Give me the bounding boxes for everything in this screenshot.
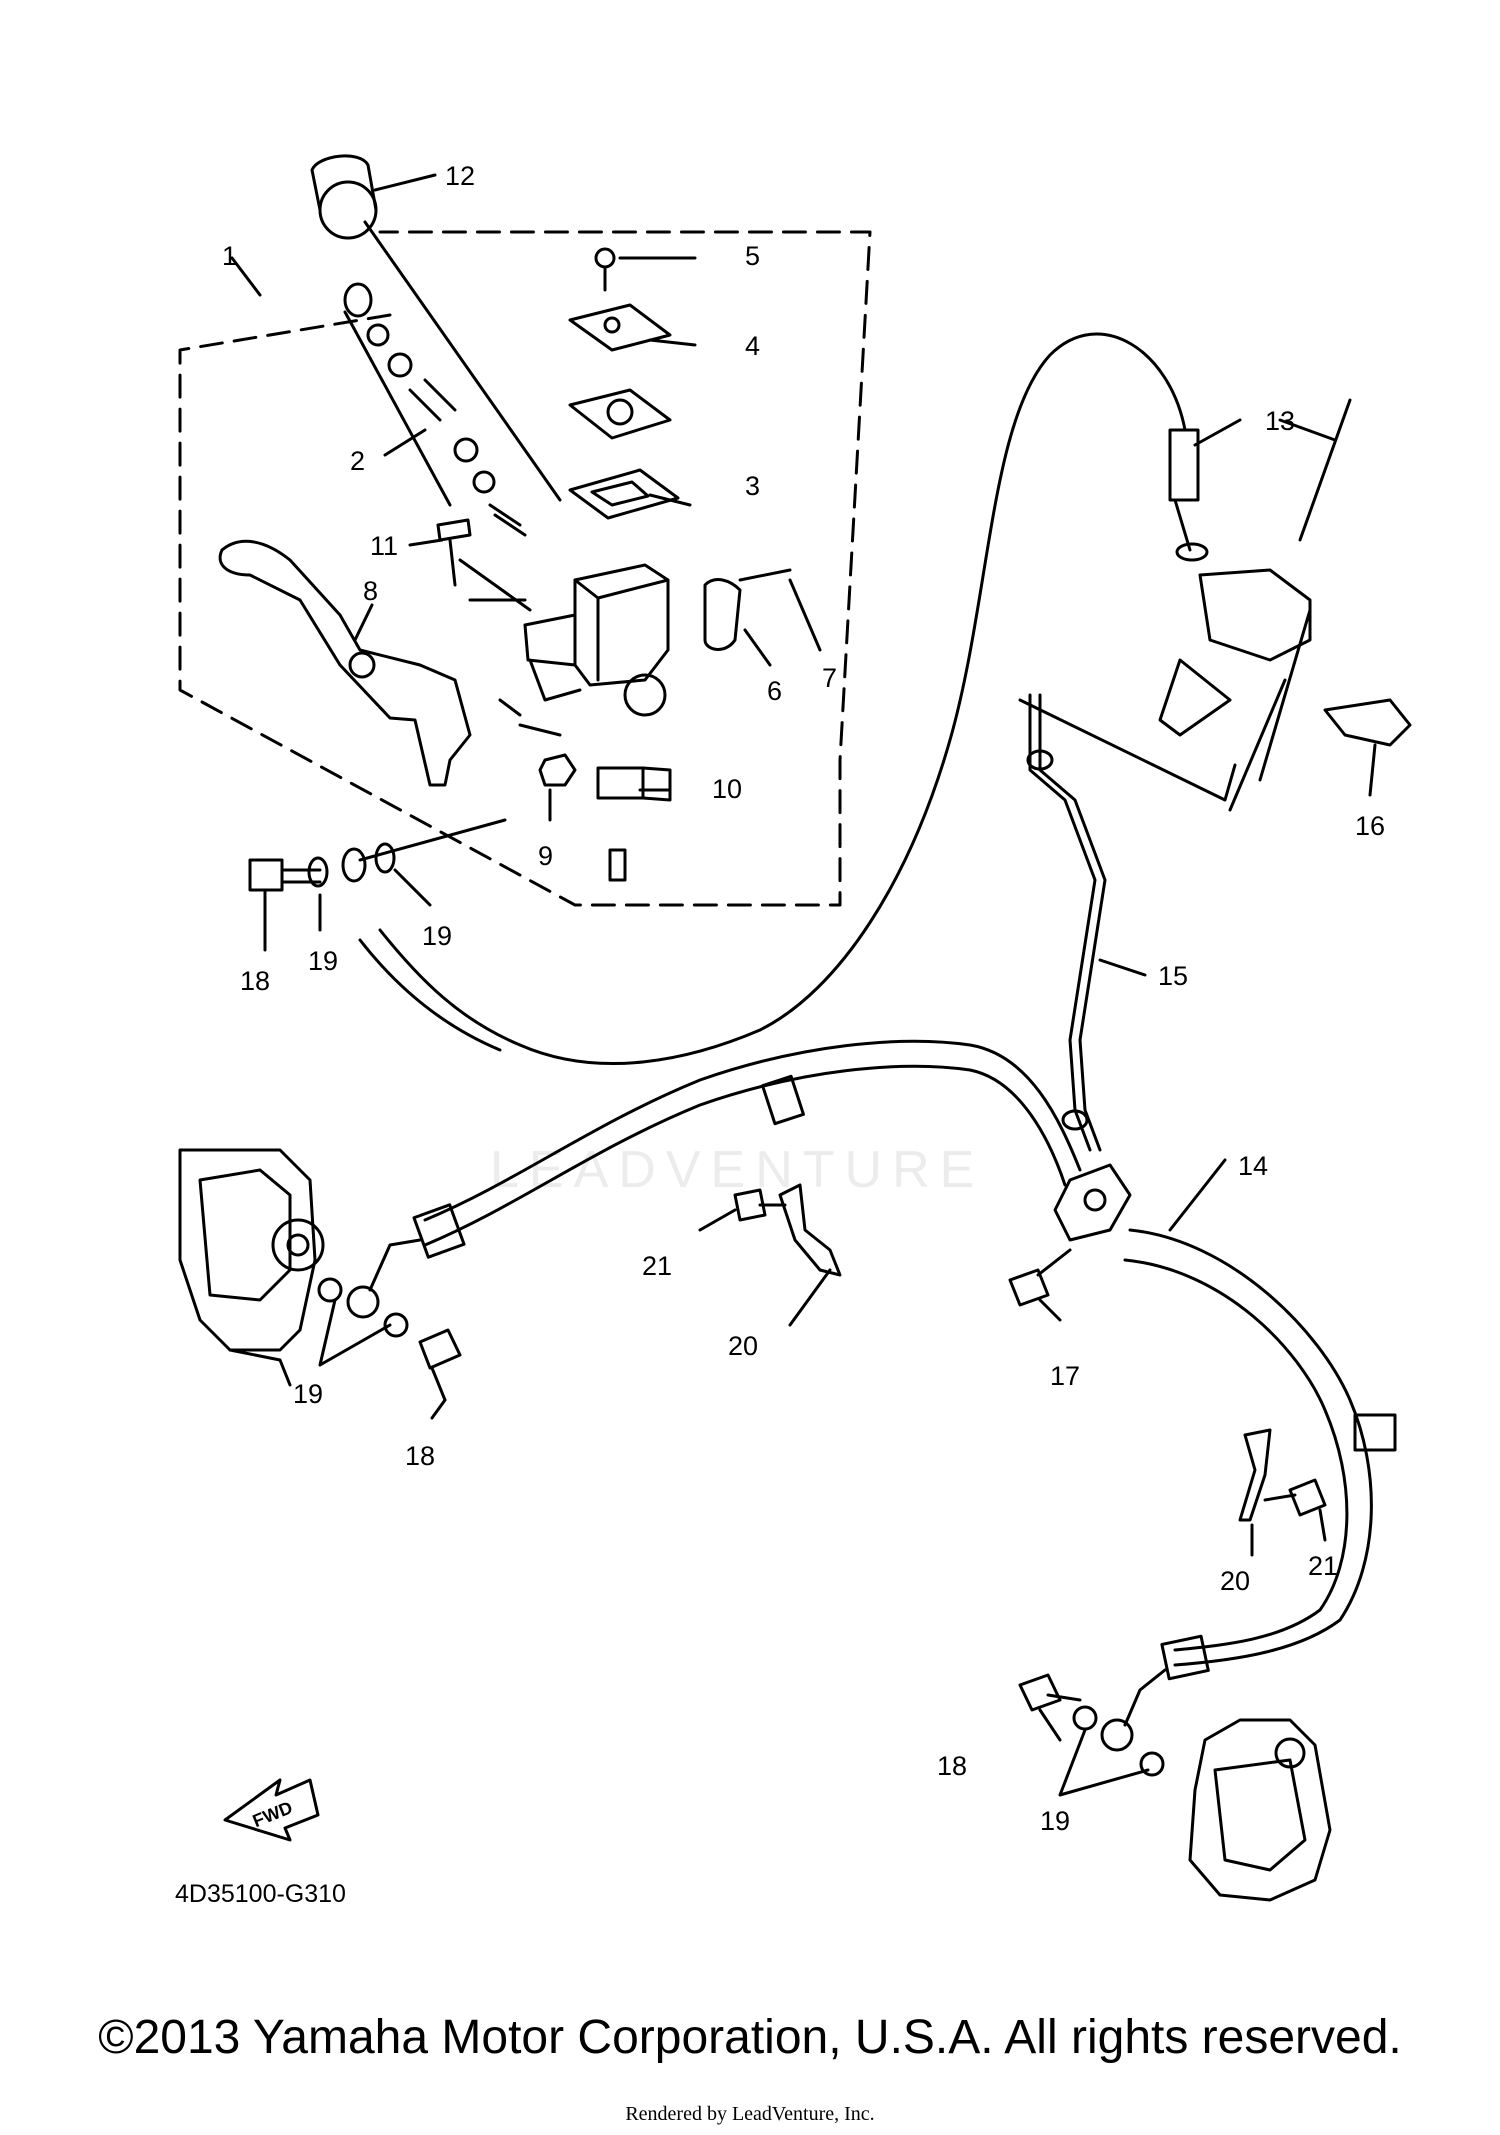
gasket: [1072, 1705, 1098, 1731]
brake-caliper-right: [1188, 1718, 1332, 1902]
callout-5: 5: [745, 241, 760, 271]
callout-21: 21: [642, 1251, 672, 1281]
callout-18: 18: [937, 1751, 967, 1781]
clamp: [778, 1183, 842, 1277]
plate: [568, 388, 672, 440]
brake-hose-connector: [1158, 398, 1352, 812]
gasket: [374, 842, 396, 874]
union-bolt-right: [1018, 1673, 1082, 1712]
assembly-outline: [178, 230, 872, 907]
callout-20: 20: [728, 1331, 758, 1361]
diaphragm: [568, 468, 680, 520]
brake-pipe: [1018, 693, 1237, 1152]
hose-fittings-left: [346, 1074, 805, 1319]
front-brake-switch: [596, 766, 672, 882]
gasket: [341, 847, 367, 883]
gasket: [1139, 1751, 1165, 1777]
brake-caliper-left: [178, 1148, 325, 1387]
copyright-notice: ©2013 Yamaha Motor Corporation, U.S.A. A…: [98, 2011, 1402, 2064]
callout-3: 3: [745, 471, 760, 501]
callout-4: 4: [745, 331, 760, 361]
fwd-arrow: [223, 1778, 320, 1842]
screw: [594, 247, 616, 292]
callout-11: 11: [370, 531, 398, 561]
callout-18: 18: [405, 1441, 435, 1471]
callout-18: 18: [240, 966, 270, 996]
brake-lever: [218, 539, 472, 787]
grip-end: [310, 154, 378, 240]
clip: [1323, 698, 1412, 747]
union-bolt-left-upper: [248, 858, 322, 892]
union-bolt-left-lower: [418, 1328, 462, 1402]
callout-15: 15: [1158, 961, 1188, 991]
rendered-by-notice: Rendered by LeadVenture, Inc.: [625, 2103, 875, 2125]
bolt-17: [1008, 1248, 1072, 1307]
callout-6: 6: [767, 676, 782, 706]
callout-19: 19: [308, 946, 338, 976]
callout-7: 7: [822, 663, 837, 693]
bolt-21: [1263, 1478, 1327, 1517]
callout-19: 19: [293, 1379, 323, 1409]
cover: [568, 303, 672, 352]
callout-21: 21: [1308, 1551, 1338, 1581]
brake-hose-main: [378, 332, 1187, 1066]
nut: [538, 753, 577, 787]
callout-1: 1: [222, 241, 237, 271]
drawing-code: 4D35100-G310: [175, 1880, 346, 1908]
brake-hose-right: [1128, 1228, 1373, 1667]
hose-fittings-right: [1100, 1413, 1397, 1752]
callout-9: 9: [538, 841, 553, 871]
clamp: [1238, 1428, 1272, 1522]
callout-10: 10: [712, 774, 742, 804]
bolt-21: [733, 1188, 787, 1222]
piston-kit: [343, 282, 527, 537]
callout-19: 19: [1040, 1806, 1070, 1836]
callout-8: 8: [363, 576, 378, 606]
callout-19: 19: [422, 921, 452, 951]
callout-17: 17: [1050, 1361, 1080, 1391]
holder: [703, 568, 792, 651]
callout-20: 20: [1220, 1566, 1250, 1596]
gasket: [317, 1277, 343, 1303]
brake-hose-left: [423, 1064, 1067, 1247]
callout-16: 16: [1355, 811, 1385, 841]
callout-12: 12: [445, 161, 475, 191]
gasket: [383, 1312, 409, 1338]
gasket: [307, 856, 329, 888]
master-cylinder: [523, 563, 670, 717]
callout-13: 13: [1265, 406, 1295, 436]
bolt: [436, 518, 472, 587]
hose-joint: [1053, 1163, 1132, 1242]
callout-14: 14: [1238, 1151, 1268, 1181]
callout-2: 2: [350, 446, 365, 476]
